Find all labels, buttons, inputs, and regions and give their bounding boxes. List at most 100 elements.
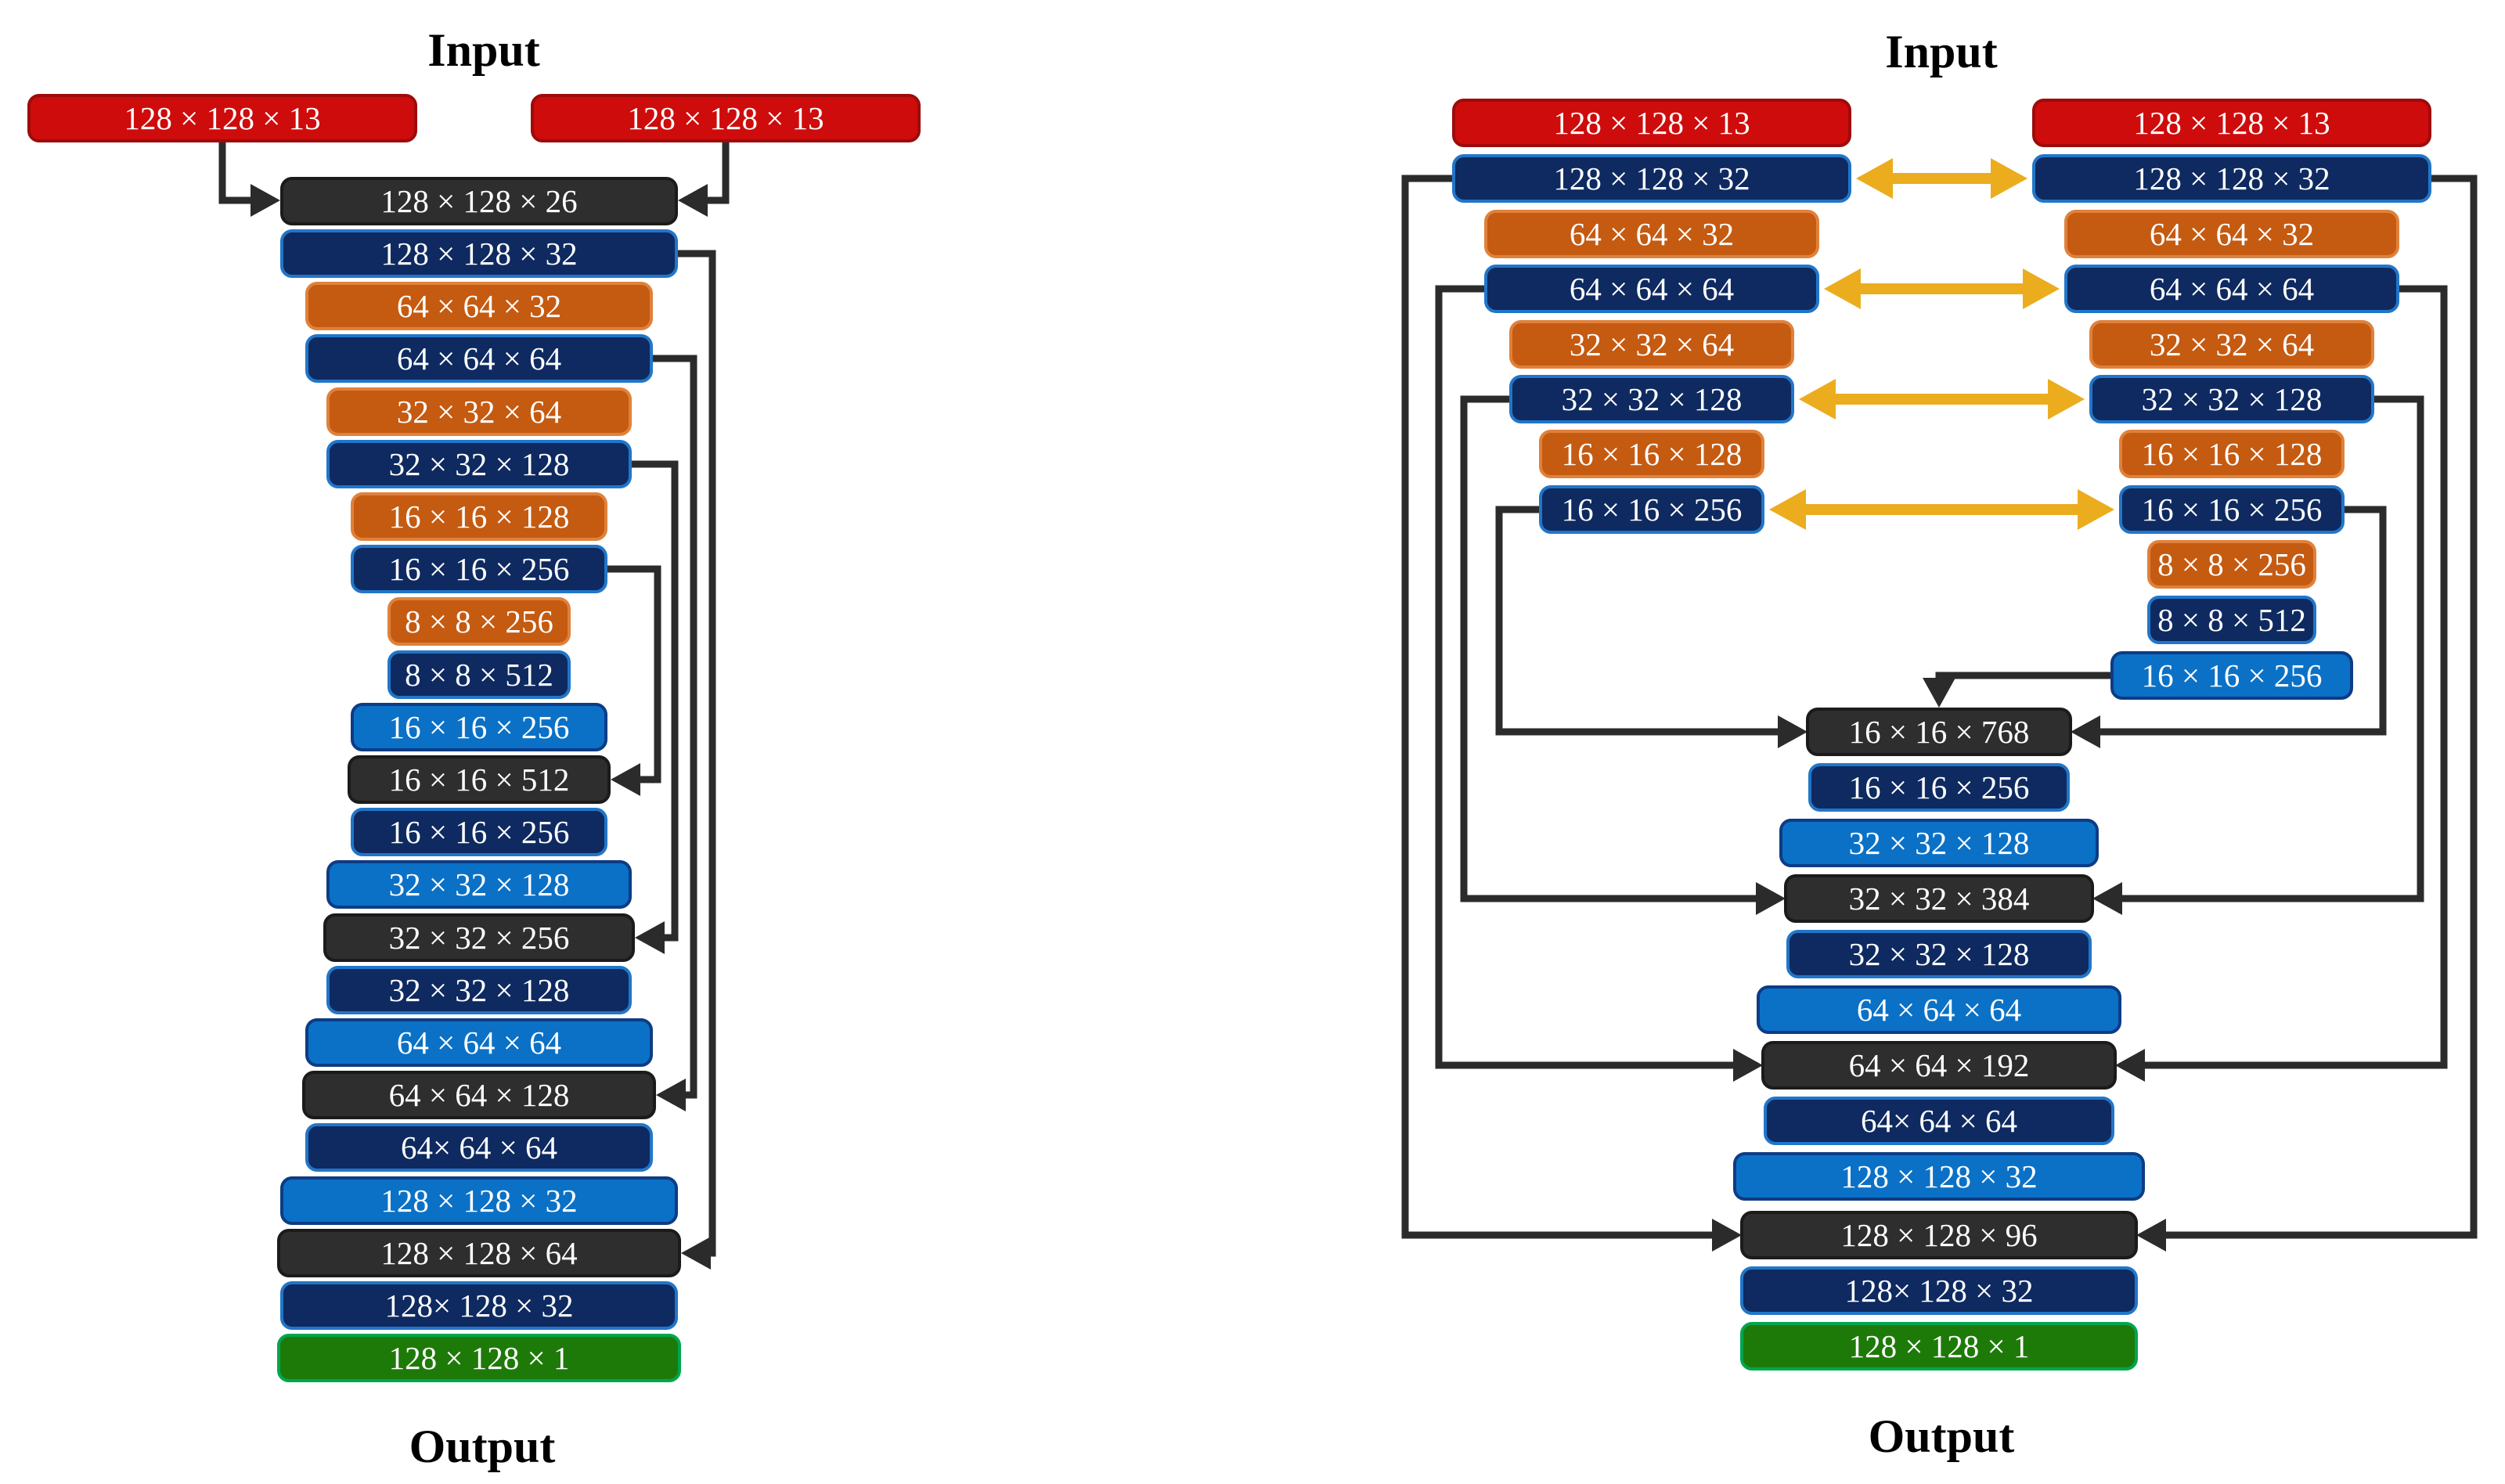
right-input-title: Input (1885, 26, 1997, 77)
layer-label: 128 × 128 × 32 (1553, 160, 1750, 196)
connector-arrowhead-icon (611, 763, 640, 796)
layer-label: 32 × 32 × 64 (1570, 326, 1734, 362)
connector-arrowhead-icon (681, 1237, 711, 1270)
connector-arrowhead-icon (2071, 715, 2100, 748)
layer-box-orange (1484, 210, 1819, 258)
layer-label: 16 × 16 × 256 (2142, 657, 2323, 693)
layer-box-orange (2119, 430, 2345, 478)
layer-label: 128 × 128 × 64 (380, 1235, 577, 1271)
layer-box-navy (280, 1281, 678, 1330)
connector-arrowhead-icon (1756, 882, 1786, 915)
layer-label: 64 × 64 × 64 (1570, 271, 1734, 307)
layer-label: 32 × 32 × 256 (389, 920, 570, 956)
connector-line (651, 355, 697, 1099)
connector-arrowhead-icon (1778, 715, 1808, 748)
layer-label: 64 × 64 × 64 (397, 1025, 561, 1061)
connector-arrowhead-icon (1923, 678, 1955, 708)
layer-box-navy (1452, 154, 1851, 203)
connector-line (676, 250, 716, 1257)
layer-label: 16 × 16 × 512 (389, 762, 570, 798)
layer-box-navy (305, 1123, 653, 1172)
connector-line (218, 140, 250, 204)
layer-label: 128 × 128 × 1 (389, 1340, 570, 1376)
exchange-arrowhead-icon (2023, 268, 2060, 309)
connector-line (1495, 506, 1778, 736)
exchange-arrowhead-icon (2048, 379, 2085, 420)
layer-box-navy (2032, 154, 2431, 203)
layer-box-blue (326, 860, 632, 909)
layer-label: 16 × 16 × 256 (1849, 769, 2030, 805)
layer-box-navy (2119, 485, 2345, 534)
layer-label: 128× 128 × 32 (385, 1288, 574, 1324)
layer-box-red (27, 94, 417, 142)
layer-label: 16 × 16 × 768 (1849, 714, 2030, 750)
connector-arrowhead-icon (656, 1079, 686, 1111)
exchange-arrowhead-icon (1824, 268, 1861, 309)
layer-box-blue (1779, 819, 2099, 867)
left-skip-connections (218, 140, 730, 1270)
connector-arrowhead-icon (678, 184, 708, 217)
layer-box-navy (1539, 485, 1764, 534)
layer-box-gray (1806, 708, 2072, 756)
exchange-arrowhead-icon (1799, 379, 1836, 420)
layer-box-gray (302, 1071, 656, 1119)
connector-arrowhead-icon (2115, 1049, 2145, 1082)
layer-label: 128 × 128 × 32 (1840, 1158, 2037, 1194)
layer-label: 128 × 128 × 32 (380, 1183, 577, 1219)
connector-arrowhead-icon (2092, 882, 2122, 915)
layer-box-navy (2147, 596, 2316, 644)
layer-box-orange (2147, 540, 2316, 589)
exchange-arrowhead-icon (1769, 489, 1806, 530)
layer-box-orange (351, 492, 607, 541)
connector-line (708, 140, 730, 204)
layer-box-navy (351, 545, 607, 593)
layer-label: 32 × 32 × 128 (1849, 825, 2030, 861)
connector-line (630, 460, 679, 942)
connector-line (2166, 175, 2478, 1239)
layer-label: 8 × 8 × 512 (2157, 602, 2306, 638)
layer-label: 128 × 128 × 1 (1849, 1328, 2030, 1364)
exchange-arrowhead-icon (2078, 489, 2114, 530)
layer-box-navy (351, 808, 607, 856)
layer-box-green (277, 1334, 681, 1382)
layer-box-red (1452, 99, 1851, 147)
layer-label: 64 × 64 × 64 (2150, 271, 2314, 307)
layer-label: 64× 64 × 64 (401, 1129, 557, 1165)
connector-line (1935, 672, 2112, 679)
layer-label: 64× 64 × 64 (1861, 1103, 2017, 1139)
left-output-title: Output (409, 1421, 556, 1472)
connector-arrowhead-icon (1712, 1219, 1742, 1252)
layer-label: 64 × 64 × 192 (1849, 1047, 2030, 1083)
layer-label: 128 × 128 × 26 (380, 183, 577, 219)
layer-label: 64 × 64 × 128 (389, 1077, 570, 1113)
layer-box-navy (1764, 1097, 2114, 1145)
layer-box-green (1740, 1322, 2138, 1371)
layer-label: 128 × 128 × 32 (380, 236, 577, 272)
layer-box-navy (1808, 763, 2070, 812)
layer-box-orange (2089, 320, 2374, 369)
layer-label: 16 × 16 × 128 (389, 499, 570, 535)
exchange-arrowhead-icon (1856, 158, 1893, 199)
connector-line (2100, 506, 2387, 736)
right-skip-connections (1401, 158, 2478, 1252)
layer-box-navy (387, 650, 571, 699)
layer-box-orange (2064, 210, 2399, 258)
layer-box-navy (305, 334, 653, 383)
layer-label: 8 × 8 × 256 (2157, 546, 2306, 582)
connector-arrowhead-icon (635, 921, 665, 954)
layer-label: 16 × 16 × 128 (1562, 436, 1743, 472)
connector-line (606, 565, 661, 783)
connector-line (1435, 285, 1733, 1069)
layer-label: 128 × 128 × 13 (124, 100, 320, 136)
layer-box-navy (2064, 265, 2399, 313)
layer-label: 128 × 128 × 13 (1553, 105, 1750, 141)
layer-label: 128× 128 × 32 (1845, 1273, 2034, 1309)
layer-label: 16 × 16 × 256 (389, 551, 570, 587)
layer-box-navy (1786, 930, 2092, 978)
layer-label: 16 × 16 × 256 (389, 709, 570, 745)
connector-line (2122, 395, 2424, 902)
layer-label: 64 × 64 × 32 (2150, 216, 2314, 252)
layer-box-navy (1509, 375, 1794, 423)
